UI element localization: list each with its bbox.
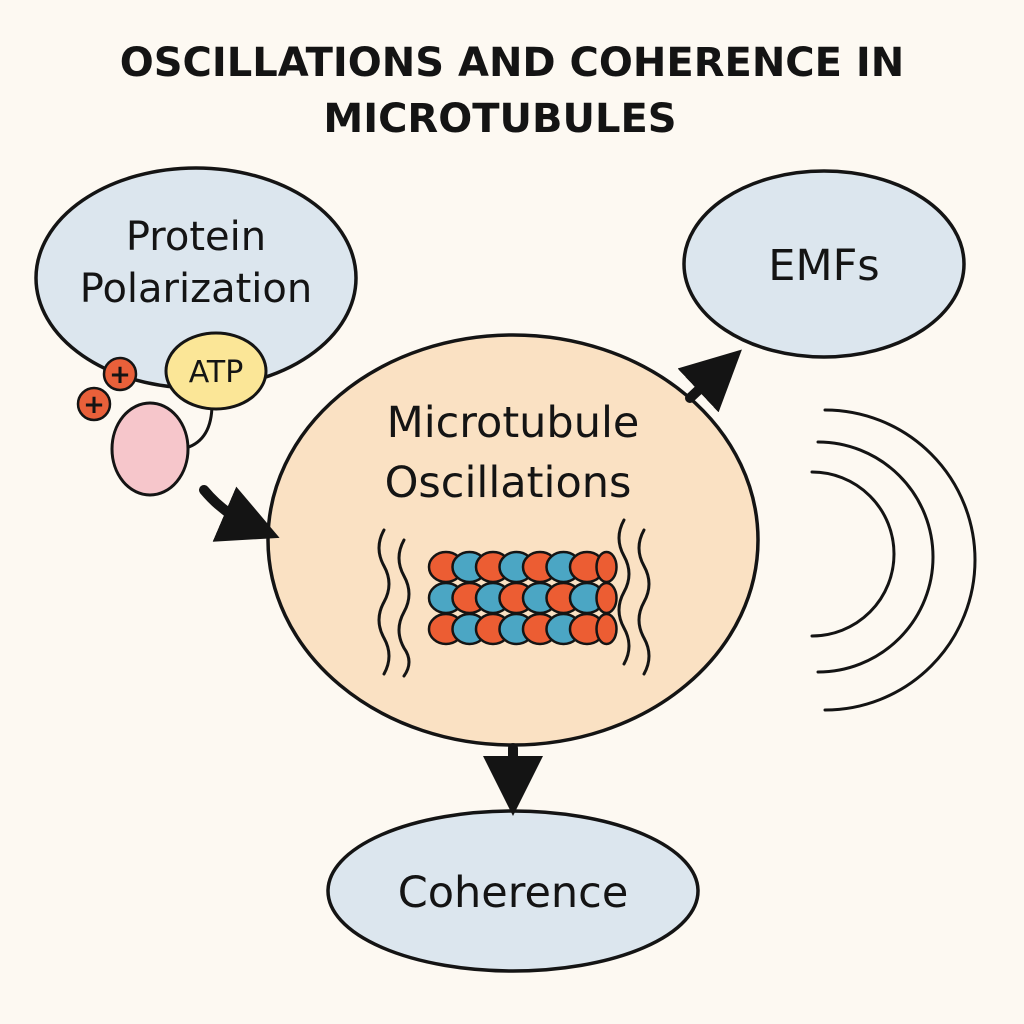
coherence-node: Coherence — [326, 809, 700, 973]
atp-node: ATP — [164, 331, 268, 411]
atp-ellipse — [164, 331, 268, 411]
protein-polarization-label-line-2: Polarization — [80, 266, 312, 312]
positive-charge-1-circle — [102, 356, 138, 392]
emfs-ellipse — [682, 169, 966, 359]
positive-charge-1-symbol: + — [109, 360, 131, 390]
protein-blob — [110, 401, 190, 497]
microtubule-oscillations-label-line-2: Oscillations — [385, 458, 632, 508]
coherence-label: Coherence — [398, 868, 629, 918]
radio-waves-icon — [810, 408, 977, 712]
title-line-2: MICROTUBULES — [323, 96, 676, 142]
positive-charge-1: + — [102, 356, 138, 392]
microtubule-oscillations-label-line-1: Microtubule — [387, 398, 640, 448]
microtubule-oscillations-node: Microtubule Oscillations — [266, 333, 760, 747]
microtubule-oscillations-ellipse — [266, 333, 760, 747]
tubulin-end-cap — [595, 550, 618, 584]
emfs-node: EMFs — [682, 169, 966, 359]
title-line-1: OSCILLATIONS AND COHERENCE IN — [120, 40, 905, 86]
atp-label: ATP — [189, 355, 244, 390]
tubulin-end-cap — [595, 612, 618, 646]
emfs-label: EMFs — [768, 241, 879, 291]
tubulin-lattice-icon — [427, 550, 618, 646]
arrow-polarization-to-oscillations — [199, 485, 280, 542]
protein-polarization-label-line-1: Protein — [126, 214, 266, 260]
positive-charge-2: + — [76, 386, 112, 422]
atp-connector — [185, 403, 214, 450]
arrow-oscillations-to-emfs — [677, 349, 742, 413]
wavy-lines-icon — [377, 518, 651, 678]
tubulin-end-cap — [595, 581, 618, 615]
positive-charge-2-circle — [76, 386, 112, 422]
positive-charge-2-symbol: + — [83, 390, 105, 420]
protein-polarization-node: Protein Polarization — [34, 166, 358, 390]
